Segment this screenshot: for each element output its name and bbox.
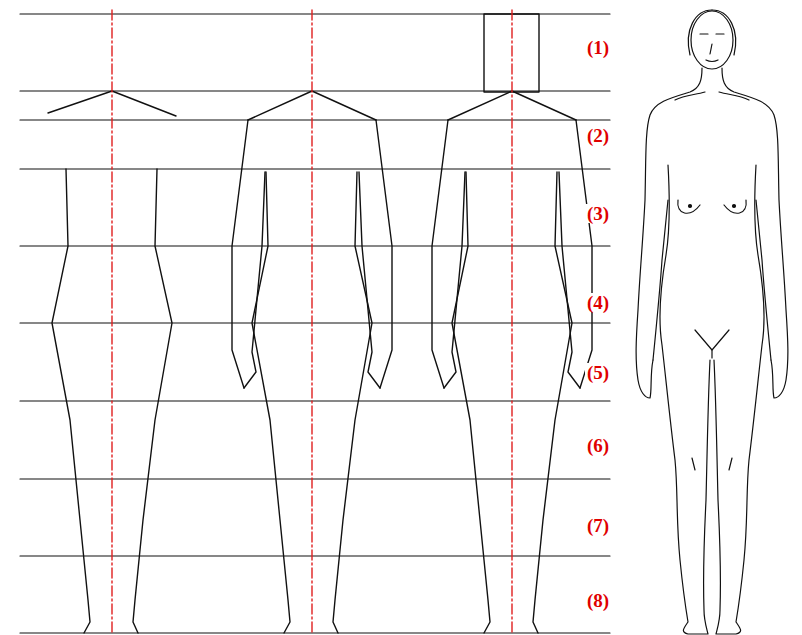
- band-number: (2): [585, 126, 611, 145]
- band-number: (4): [585, 293, 611, 312]
- woman-figure: [636, 10, 788, 634]
- band-number: (5): [585, 363, 611, 382]
- band-number: (1): [585, 38, 611, 57]
- band-number: (3): [585, 204, 611, 223]
- band-number: (6): [585, 436, 611, 455]
- band-number: (8): [585, 591, 611, 610]
- band-number: (7): [585, 516, 611, 535]
- grid-lines: [20, 14, 610, 633]
- center-lines: [112, 10, 512, 635]
